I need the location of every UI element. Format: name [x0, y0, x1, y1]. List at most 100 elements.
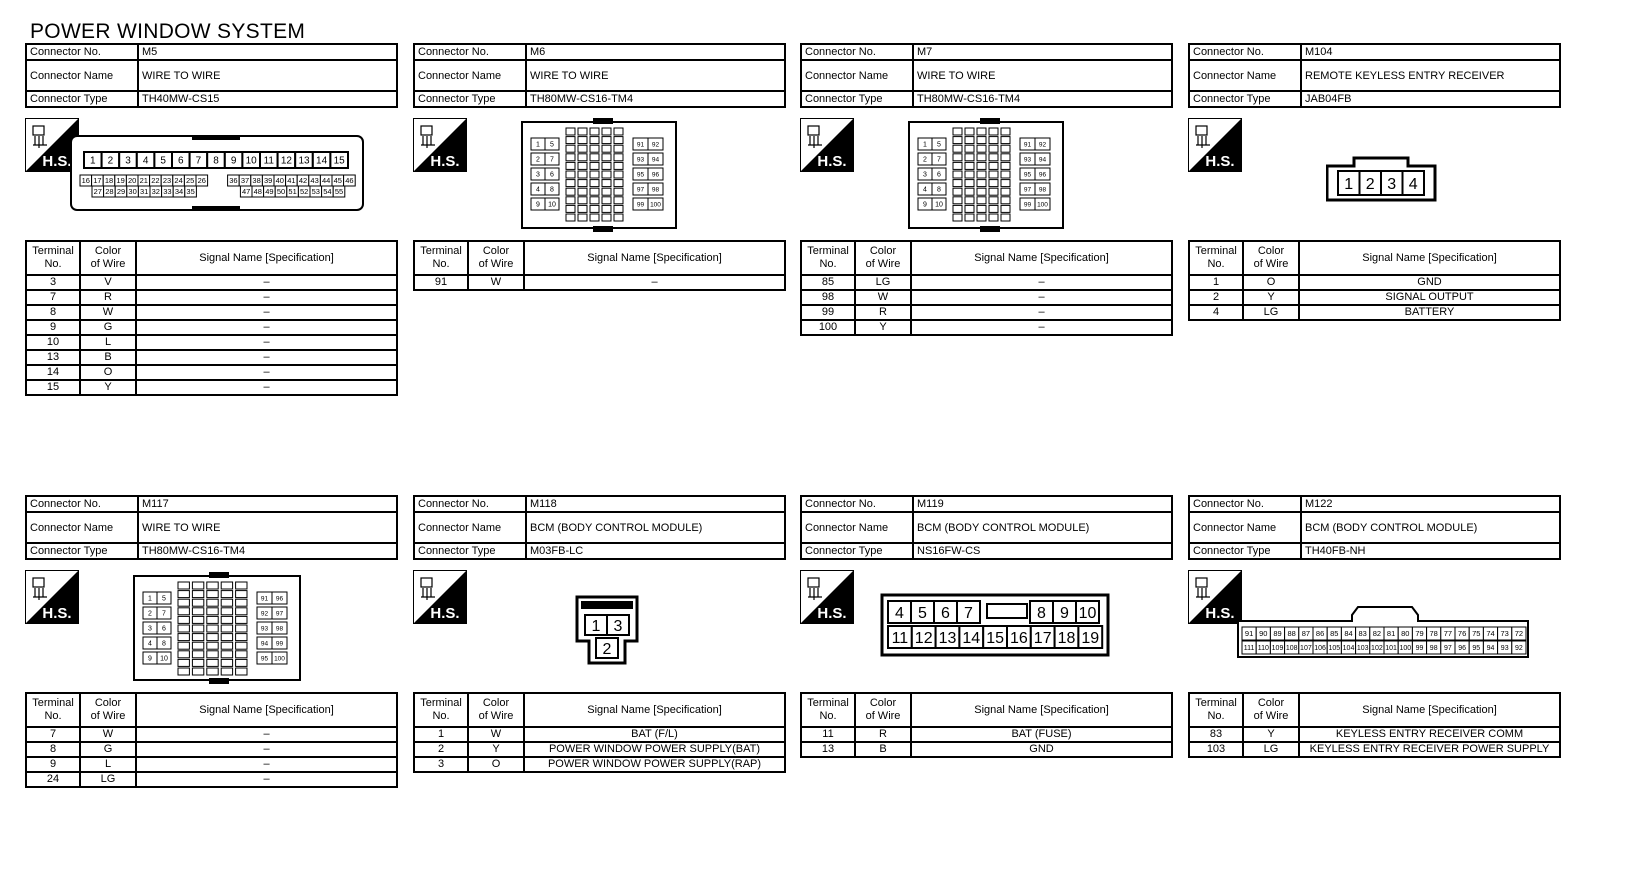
pin-number: 98 — [1039, 186, 1047, 193]
signal-name: POWER WINDOW POWER SUPPLY(RAP) — [523, 756, 786, 773]
pin-number: 4 — [536, 187, 540, 194]
signal-name: – — [910, 319, 1173, 336]
pin-cavity — [577, 127, 588, 136]
pin-cavity — [565, 153, 576, 162]
connector-name-label: Connector Name — [800, 511, 914, 544]
terminal-no: 8 — [25, 304, 81, 321]
connector-no-label: Connector No. — [800, 495, 914, 513]
pin-cavity — [952, 196, 963, 205]
pin-cavity — [956, 600, 981, 624]
pin-cavity — [976, 153, 987, 162]
connector-name: BCM (BODY CONTROL MODULE) — [525, 511, 786, 544]
pin-number: 13 — [939, 630, 957, 647]
pin-cavity — [931, 152, 947, 166]
harness-side-icon: H.S. — [25, 570, 79, 624]
pin-cavity — [1034, 167, 1051, 181]
pin-cavity — [191, 590, 205, 599]
pin-number: 30 — [128, 187, 136, 196]
pin-cavity — [343, 174, 356, 187]
pin-cavity — [931, 197, 947, 211]
pin-cavity — [271, 636, 288, 650]
pin-number: 74 — [1486, 629, 1494, 638]
signal-name: BAT (F/L) — [523, 726, 786, 743]
terminal-no: 85 — [800, 274, 856, 291]
pin-cavity — [1000, 179, 1011, 188]
pin-number: 3 — [614, 618, 623, 635]
pin-cavity — [177, 624, 190, 633]
pin-number: 20 — [128, 176, 136, 185]
pin-cavity — [191, 607, 205, 616]
wire-color: W — [854, 289, 912, 306]
pin-cavity — [544, 182, 560, 196]
pin-number: 92 — [652, 141, 660, 148]
signal-name: – — [135, 771, 398, 788]
connector-no-label: Connector No. — [25, 495, 139, 513]
terminal-no: 100 — [800, 319, 856, 336]
pin-cavity — [220, 607, 234, 616]
pin-cavity — [271, 606, 288, 620]
pin-number: 92 — [1515, 645, 1523, 652]
pin-cavity — [964, 144, 975, 153]
signal-name: – — [910, 304, 1173, 321]
pin-cavity — [1075, 600, 1100, 624]
pin-cavity — [195, 174, 209, 187]
pin-number: 99 — [1024, 201, 1032, 208]
signal-name: – — [523, 274, 786, 291]
pin-cavity — [177, 641, 190, 650]
pin-number: 85 — [1330, 629, 1338, 638]
pin-number: 106 — [1314, 645, 1326, 652]
pin-cavity — [964, 127, 975, 136]
pin-cavity — [235, 633, 248, 642]
pin-number: 15 — [334, 156, 346, 167]
pin-cavity — [191, 598, 205, 607]
pin-number: 90 — [1259, 629, 1267, 638]
pin-cavity — [1000, 196, 1011, 205]
pin-cavity — [976, 144, 987, 153]
pin-cavity — [1000, 153, 1011, 162]
harness-side-icon: H.S. — [413, 570, 467, 624]
pin-cavity — [235, 658, 248, 667]
signal-name: – — [910, 289, 1173, 306]
pin-number: 2 — [536, 157, 540, 164]
pin-cavity — [220, 615, 234, 624]
pin-number: 7 — [550, 157, 554, 164]
pin-cavity — [988, 213, 999, 222]
pin-number: 2 — [148, 611, 152, 618]
signal-name: – — [135, 756, 398, 773]
pin-cavity — [235, 650, 248, 659]
pin-number: 21 — [140, 176, 148, 185]
pin-cavity — [220, 590, 234, 599]
pin-number: 26 — [198, 176, 206, 185]
pin-number: 96 — [652, 171, 660, 178]
pin-cavity — [177, 667, 190, 676]
pin-number: 3 — [1387, 176, 1396, 193]
pin-cavity — [220, 650, 234, 659]
pin-cavity — [565, 161, 576, 170]
pin-number: 6 — [941, 605, 950, 622]
connector-type: TH80MW-CS16-TM4 — [137, 542, 398, 560]
pin-cavity — [577, 196, 588, 205]
pin-number: 37 — [241, 176, 249, 185]
signal-name: BAT (FUSE) — [910, 726, 1173, 743]
pin-cavity — [601, 161, 612, 170]
hs-label: H.S. — [42, 153, 71, 170]
pin-number: 5 — [918, 605, 927, 622]
pin-cavity — [988, 136, 999, 145]
pin-cavity — [976, 187, 987, 196]
pin-cavity — [964, 204, 975, 213]
connector-no-label: Connector No. — [25, 43, 139, 61]
